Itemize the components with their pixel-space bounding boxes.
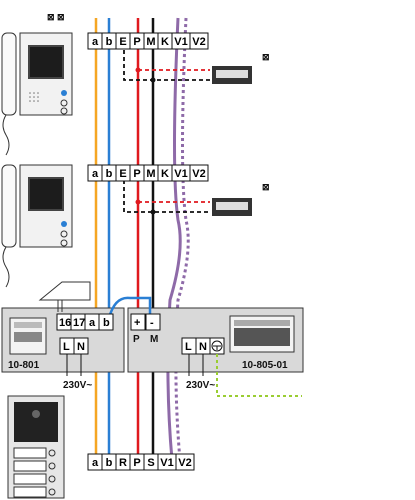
ps-model: 10-801 [8,360,40,371]
terminal-label: a [92,457,99,469]
terminal-label: a [92,168,99,180]
ctl-mains: L N [181,337,225,355]
terminal-label: b [106,457,113,469]
terminal-label: P [133,457,140,469]
indoor-station-middle [1,164,73,288]
ctl-label-p: P [133,334,140,345]
terminal-label: K [161,36,169,48]
terminal-label: V1 [174,168,187,180]
svg-text:N: N [199,341,207,353]
terminal-box [175,453,195,471]
svg-text:16: 16 [59,317,71,329]
ps-voltage: 230V~ [63,380,92,391]
module-marker-middle: ⊠ [262,182,270,192]
terminal-box [189,32,209,50]
wire-v2-purple [174,17,190,461]
ground-wire [216,354,302,397]
terminal-label: S [147,457,154,469]
controller-device [229,315,295,353]
ctl-dc: + - [130,313,161,331]
ctl-voltage: 230V~ [186,380,215,391]
door-station [7,395,65,499]
svg-text:b: b [103,317,110,329]
terminal-label: E [119,168,126,180]
terminal-label: V1 [160,457,173,469]
terminal-label: a [92,36,99,48]
relay-module-top [212,66,252,84]
svg-text:L: L [185,341,192,353]
svg-text:L: L [63,341,70,353]
terminal-label: V2 [192,168,205,180]
module-marker-top: ⊠ [262,52,270,62]
terminal-label: K [161,168,169,180]
terminal-label: V1 [174,36,187,48]
ps-inputs: 16 17 a b [56,313,114,331]
svg-text:N: N [77,341,85,353]
terminal-label: P [133,168,140,180]
wire-v1-purple [166,17,182,461]
svg-text:+: + [134,317,140,329]
terminal-label: M [146,36,155,48]
svg-text:-: - [150,317,154,329]
terminal-label: E [119,36,126,48]
terminal-label: M [146,168,155,180]
handset-marker: ⊠ ⊠ [47,12,65,22]
svg-text:a: a [89,317,96,329]
ps-mains: L N [59,337,89,355]
bus-wires [94,17,210,461]
camera-housing-icon [38,281,91,301]
ctl-model: 10-805-01 [242,360,288,371]
indoor-station-top [1,32,73,156]
power-supply-device [9,317,47,355]
terminal-label: R [119,457,127,469]
ground-icon [211,340,223,352]
ctl-label-m: M [150,334,158,345]
terminal-label: b [106,168,113,180]
terminal-label: P [133,36,140,48]
relay-module-middle [212,198,252,216]
terminal-label: V2 [192,36,205,48]
terminal-label: b [106,36,113,48]
svg-text:17: 17 [73,317,85,329]
terminal-box [189,164,209,182]
terminal-label: V2 [178,457,191,469]
